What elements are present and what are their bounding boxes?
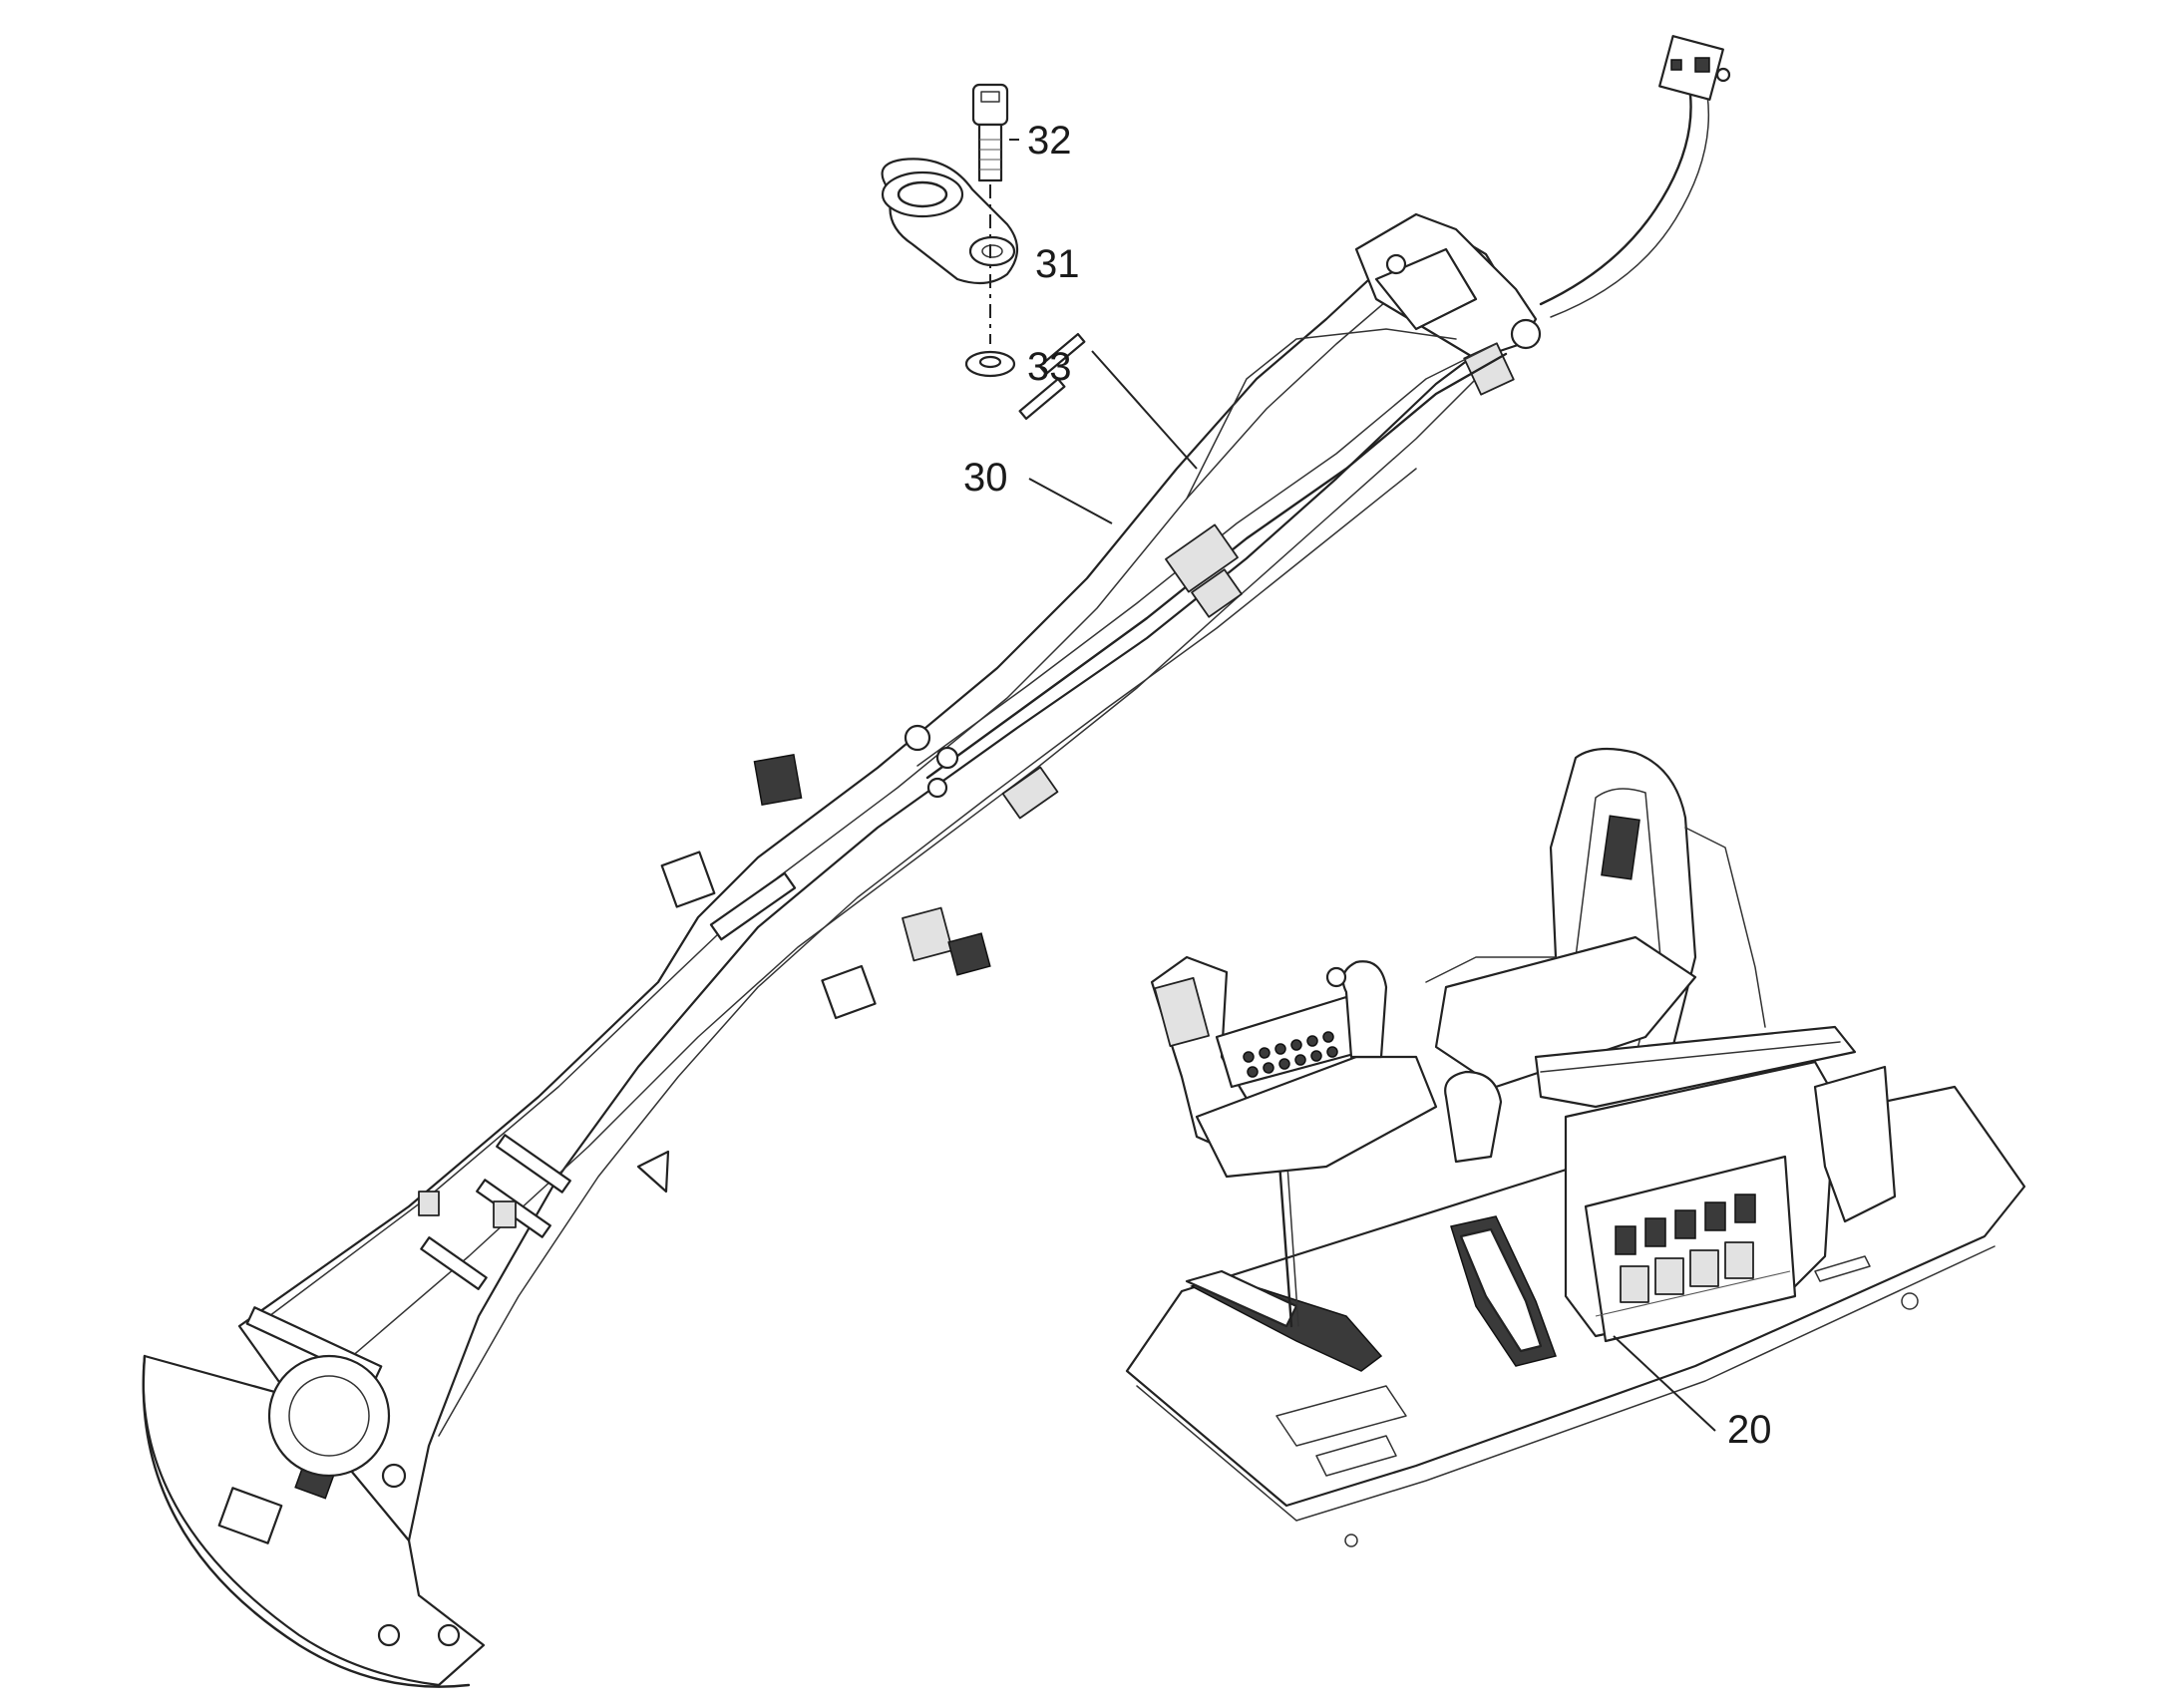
harness-branch	[1186, 328, 1457, 500]
operator-console	[1125, 747, 2026, 1547]
console-floor-edge	[1136, 1245, 1996, 1522]
leader-lines	[1009, 139, 1716, 1432]
rear-box	[1813, 1065, 1897, 1223]
boom-round-detail-inner	[288, 1375, 370, 1457]
leader-33-boom	[1091, 350, 1198, 470]
leader-20	[1613, 1335, 1716, 1432]
right-armrest	[1534, 1025, 1857, 1109]
callout-31: 31	[1035, 242, 1080, 286]
rear-frame-left	[1425, 956, 1557, 983]
callout-33: 33	[1027, 345, 1072, 389]
top-connector	[1658, 35, 1731, 101]
boom-assembly	[142, 35, 1731, 1688]
callout-labels: 32 31 33 30 20	[963, 119, 1772, 1452]
controller-internals	[1595, 1194, 1791, 1317]
seat-logo	[1601, 815, 1640, 880]
rear-frame-right	[1684, 827, 1766, 1028]
head-pin	[1510, 318, 1542, 350]
bolt-32	[971, 83, 1009, 182]
harness-run-b	[916, 343, 1497, 767]
side-cabinet-face	[1459, 1227, 1543, 1353]
floor-hole-1	[1901, 1292, 1919, 1310]
keypad-buttons	[1243, 1031, 1338, 1078]
callout-20: 20	[1727, 1408, 1772, 1452]
floor-cutout-b	[1315, 1435, 1397, 1477]
right-armrest-top	[1540, 1041, 1841, 1073]
floor-slot	[1814, 1255, 1871, 1282]
callout-30: 30	[963, 456, 1008, 500]
head-pin-small	[1385, 253, 1407, 275]
seat-cushion	[1434, 935, 1697, 1089]
leader-30	[1028, 478, 1113, 524]
boom-base-sector	[142, 1354, 486, 1687]
boom-top-edge	[268, 283, 1407, 1317]
boom-round-detail	[267, 1354, 391, 1478]
right-joystick	[1444, 1070, 1503, 1164]
cable-to-connector	[1539, 93, 1692, 306]
left-joystick-top	[1325, 966, 1347, 988]
floor-cutout-a	[1275, 1385, 1407, 1447]
floor-hole-2	[1344, 1534, 1358, 1547]
left-joystick	[1341, 960, 1388, 1059]
cable-to-connector-2	[1550, 94, 1710, 318]
boom-inner-edge	[328, 378, 1477, 1377]
callout-32: 32	[1027, 119, 1072, 163]
clamp-hardware	[881, 83, 1019, 378]
boom-hardware	[217, 333, 1243, 1647]
boom-lower-edge	[438, 468, 1417, 1437]
left-panel-screen	[1154, 976, 1210, 1048]
washer-33	[964, 350, 1016, 378]
harness-run-a	[925, 352, 1508, 780]
boom-base-arc	[142, 1354, 471, 1688]
clamp-31	[881, 158, 1019, 285]
